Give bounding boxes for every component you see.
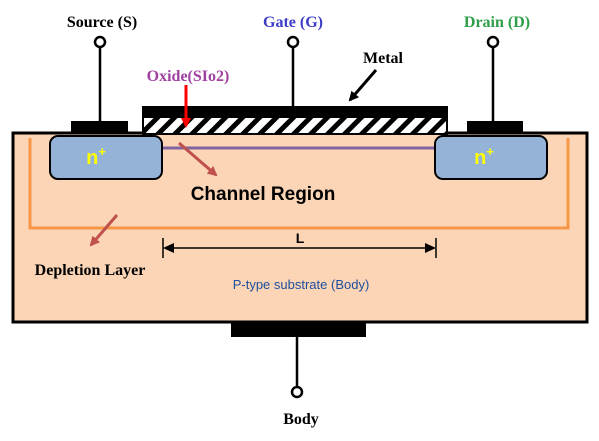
n-plus-region-drain: [434, 135, 548, 180]
drain-terminal-node: [486, 35, 500, 49]
channel-arrow: [178, 141, 218, 177]
drain-contact: [467, 121, 523, 134]
length-arrowhead-right: [425, 243, 436, 253]
drain-label: Drain (D): [464, 14, 530, 31]
source-contact: [71, 121, 128, 134]
metal-arrow: [348, 69, 378, 102]
gate-label: Gate (G): [263, 14, 323, 31]
gate-oxide: [142, 116, 448, 135]
length-label: L: [296, 230, 305, 246]
source-label: Source (S): [67, 14, 137, 31]
n-plus-region-source: [49, 135, 163, 180]
oxide-label: Oxide(SIo2): [147, 68, 230, 85]
substrate-label: P-type substrate (Body): [233, 277, 370, 292]
n-plus-right-sup: +: [486, 144, 494, 159]
gate-terminal-node: [286, 35, 300, 49]
gate-metal: [142, 106, 448, 117]
n-plus-right-text: n: [474, 147, 486, 169]
channel-region-label: Channel Region: [191, 184, 336, 205]
depletion-layer-label: Depletion Layer: [35, 262, 146, 279]
n-plus-label-source: n+: [86, 144, 106, 169]
n-plus-label-drain: n+: [474, 144, 494, 169]
body-label: Body: [283, 411, 319, 428]
n-plus-left-sup: +: [98, 144, 106, 159]
depletion-layer-outline: [28, 138, 570, 230]
n-plus-left-text: n: [86, 147, 98, 169]
length-arrowhead-left: [163, 243, 174, 253]
source-terminal-node: [93, 35, 107, 49]
depletion-arrow: [89, 214, 119, 247]
body-contact: [231, 322, 366, 337]
metal-label: Metal: [363, 50, 404, 67]
body-terminal-node: [290, 385, 304, 399]
